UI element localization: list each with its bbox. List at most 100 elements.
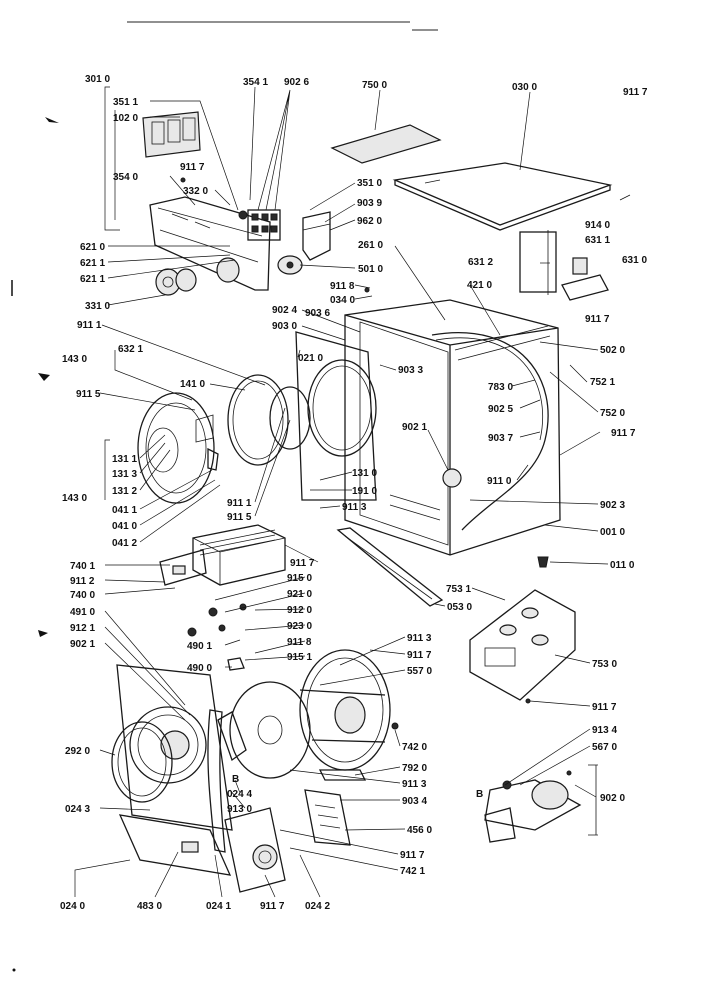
door-assembly xyxy=(137,392,219,504)
margin-mark xyxy=(38,630,48,637)
part-label: 911 8 xyxy=(287,637,312,648)
shock-plate xyxy=(304,789,351,846)
part-label: 034 0 xyxy=(330,295,355,306)
part-label: 301 0 xyxy=(85,74,110,85)
part-label: 962 0 xyxy=(357,216,382,227)
part-label: 621 1 xyxy=(80,258,105,269)
foot xyxy=(537,556,549,568)
part-label: 131 3 xyxy=(112,469,137,480)
part-label: 911 3 xyxy=(402,779,427,790)
part-label: 911 1 xyxy=(227,498,252,509)
solenoid-valve xyxy=(277,255,303,275)
part-label: 502 0 xyxy=(600,345,625,356)
part-label: 752 1 xyxy=(590,377,615,388)
part-label: 752 0 xyxy=(600,408,625,419)
bracket-brace xyxy=(588,764,598,836)
part-label: 024 2 xyxy=(305,901,330,912)
part-label: 621 1 xyxy=(80,274,105,285)
part-label: 567 0 xyxy=(592,742,617,753)
screw xyxy=(364,287,370,293)
top-cover-strip xyxy=(330,124,442,164)
part-label: 483 0 xyxy=(137,901,162,912)
top-cover xyxy=(392,162,613,231)
small-hatch xyxy=(159,549,207,586)
part-label: 501 0 xyxy=(358,264,383,275)
part-label: 331 0 xyxy=(85,301,110,312)
part-label: 621 0 xyxy=(80,242,105,253)
part-label: 911 7 xyxy=(585,314,610,325)
part-label: 911 5 xyxy=(76,389,101,400)
part-label: 131 0 xyxy=(352,468,377,479)
part-label: 742 1 xyxy=(400,866,425,877)
part-label: 351 1 xyxy=(113,97,138,108)
part-label: 143 0 xyxy=(62,354,87,365)
door-seal xyxy=(227,374,289,466)
part-label: 490 0 xyxy=(187,663,212,674)
part-label: 351 0 xyxy=(357,178,382,189)
part-label: 131 2 xyxy=(112,486,137,497)
selector-knobs xyxy=(155,268,197,296)
motor-assembly xyxy=(484,779,582,843)
part-label: 911 7 xyxy=(623,87,648,98)
part-label: 912 1 xyxy=(70,623,95,634)
indicator-lamp xyxy=(238,210,248,220)
water-valve-assembly xyxy=(519,230,609,301)
part-label: 911 3 xyxy=(407,633,432,644)
tub-base xyxy=(118,814,232,876)
part-label: 902 3 xyxy=(600,500,625,511)
part-label: 631 2 xyxy=(468,257,493,268)
part-label: 631 0 xyxy=(622,255,647,266)
part-label: 131 1 xyxy=(112,454,137,465)
part-label: 491 0 xyxy=(70,607,95,618)
part-label: 102 0 xyxy=(113,113,138,124)
part-label: 903 9 xyxy=(357,198,382,209)
part-label: 903 6 xyxy=(305,308,330,319)
part-label: 750 0 xyxy=(362,80,387,91)
part-label: 421 0 xyxy=(467,280,492,291)
switch-block xyxy=(247,209,281,241)
part-label: 742 0 xyxy=(402,742,427,753)
part-label: 292 0 xyxy=(65,746,90,757)
filter-box xyxy=(192,524,286,586)
part-label: B xyxy=(232,774,239,785)
front-panel xyxy=(295,331,377,501)
margin-mark xyxy=(45,117,59,123)
part-label: 913 0 xyxy=(227,804,252,815)
part-label: 913 4 xyxy=(592,725,617,736)
part-label: 911 7 xyxy=(407,650,432,661)
part-label: 740 0 xyxy=(70,590,95,601)
plinth-panel xyxy=(336,527,444,607)
part-label: 030 0 xyxy=(512,82,537,93)
drum-rim-clip xyxy=(318,769,367,781)
part-label: 921 0 xyxy=(287,589,312,600)
pulley-disc xyxy=(229,681,311,779)
part-label: 911 7 xyxy=(400,850,425,861)
part-label: 753 0 xyxy=(592,659,617,670)
part-label: 915 0 xyxy=(287,573,312,584)
part-label: 631 1 xyxy=(585,235,610,246)
part-label: 902 1 xyxy=(70,639,95,650)
part-label: 912 0 xyxy=(287,605,312,616)
part-label: 915 1 xyxy=(287,652,312,663)
part-label: 557 0 xyxy=(407,666,432,677)
part-label: 911 0 xyxy=(487,476,512,487)
fastener-cluster xyxy=(187,603,247,671)
tub-seal xyxy=(111,721,173,803)
margin-dot xyxy=(12,968,16,972)
part-label: 332 0 xyxy=(183,186,208,197)
part-label: 740 1 xyxy=(70,561,95,572)
bracket-plate xyxy=(469,589,576,701)
part-label: 632 1 xyxy=(118,344,143,355)
part-label: 911 2 xyxy=(70,576,95,587)
part-label: 141 0 xyxy=(180,379,205,390)
part-label: 923 0 xyxy=(287,621,312,632)
part-label: 041 2 xyxy=(112,538,137,549)
part-label: 456 0 xyxy=(407,825,432,836)
part-label: 903 3 xyxy=(398,365,423,376)
part-label: 024 1 xyxy=(206,901,231,912)
part-label: 041 0 xyxy=(112,521,137,532)
part-label: 143 0 xyxy=(62,493,87,504)
counterweight-hose xyxy=(207,709,247,853)
part-label: 911 1 xyxy=(77,320,102,331)
